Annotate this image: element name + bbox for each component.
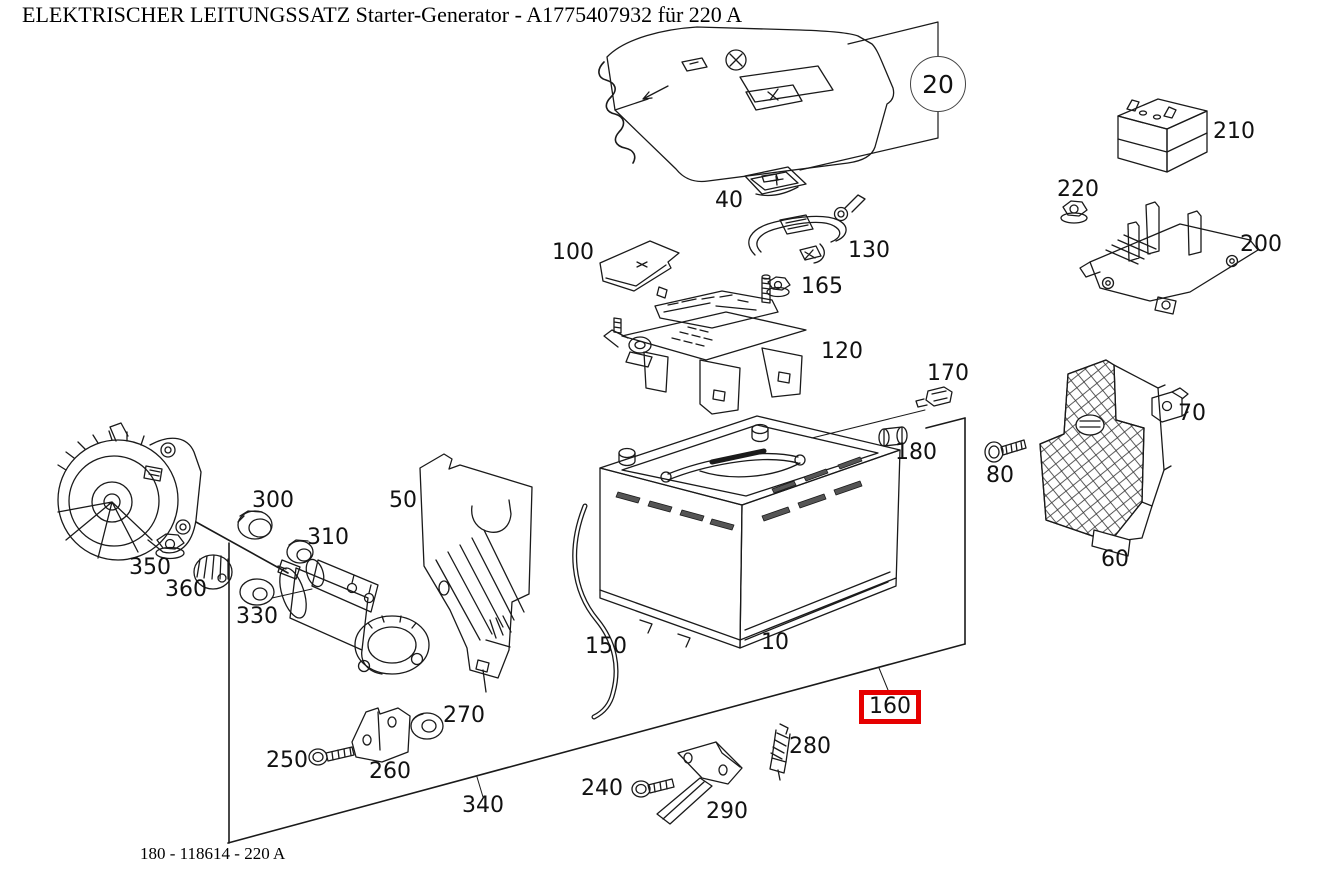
bracket-lines-20 xyxy=(799,21,939,171)
battery-cover-drawing xyxy=(598,26,895,183)
cover-lid-drawing-40 xyxy=(744,166,807,197)
page-title: ELEKTRISCHER LEITUNGSSATZ Starter-Genera… xyxy=(22,2,742,27)
part-callout-200[interactable]: 200 xyxy=(1240,232,1282,257)
part-callout-120[interactable]: 120 xyxy=(821,339,863,364)
part-callout-350[interactable]: 350 xyxy=(129,555,171,580)
group-callout-20[interactable]: 20 xyxy=(910,56,966,112)
part-callout-260[interactable]: 260 xyxy=(369,759,411,784)
terminal-cap-drawing-310 xyxy=(286,539,314,564)
leader-lines xyxy=(271,409,926,798)
flange-nut-drawing-165 xyxy=(766,276,791,298)
part-callout-100[interactable]: 100 xyxy=(552,240,594,265)
bolt-drawing-250 xyxy=(308,746,355,766)
honeycomb-bracket-drawing-60 xyxy=(1039,359,1172,557)
fusebox-cover-drawing-100 xyxy=(599,240,680,299)
starter-motor-drawing xyxy=(277,558,430,675)
part-callout-280[interactable]: 280 xyxy=(789,734,831,759)
clip-drawing-170 xyxy=(915,386,953,408)
cable-harness-drawing-130 xyxy=(748,194,866,264)
part-callout-250[interactable]: 250 xyxy=(266,748,308,773)
clip-drawing-280 xyxy=(769,723,791,781)
part-callout-130[interactable]: 130 xyxy=(848,238,890,263)
part-callout-165[interactable]: 165 xyxy=(801,274,843,299)
part-callout-270[interactable]: 270 xyxy=(443,703,485,728)
part-callout-150[interactable]: 150 xyxy=(585,634,627,659)
aux-battery-drawing-210 xyxy=(1117,98,1208,173)
part-callout-60[interactable]: 60 xyxy=(1101,547,1129,572)
clip-nut-drawing-70 xyxy=(1151,387,1189,423)
part-callout-70[interactable]: 70 xyxy=(1178,401,1206,426)
part-callout-40[interactable]: 40 xyxy=(715,188,743,213)
part-callout-310[interactable]: 310 xyxy=(307,525,349,550)
fusebox-drawing-120 xyxy=(603,274,807,415)
mounting-tray-drawing-200 xyxy=(1079,201,1259,315)
part-callout-330[interactable]: 330 xyxy=(236,604,278,629)
part-callout-160-highlighted[interactable]: 160 xyxy=(859,690,921,724)
part-callout-180[interactable]: 180 xyxy=(895,440,937,465)
part-callout-300[interactable]: 300 xyxy=(252,488,294,513)
part-callout-10[interactable]: 10 xyxy=(761,630,789,655)
nut-drawing-350 xyxy=(155,533,185,560)
alternator-drawing xyxy=(57,422,202,561)
bolt-drawing-80 xyxy=(984,439,1027,463)
support-bracket-drawing-50 xyxy=(419,453,533,693)
grommet-drawing-270 xyxy=(410,712,444,740)
terminal-cap-drawing-300 xyxy=(237,510,273,540)
bolt-drawing-240 xyxy=(631,778,675,798)
part-callout-340[interactable]: 340 xyxy=(462,793,504,818)
part-callout-80[interactable]: 80 xyxy=(986,463,1014,488)
part-callout-290[interactable]: 290 xyxy=(706,799,748,824)
mounting-bracket-drawing-260 xyxy=(351,707,411,763)
ribbed-cap-drawing-360 xyxy=(193,554,233,590)
part-callout-360[interactable]: 360 xyxy=(165,577,207,602)
group-outline-160-lines xyxy=(195,417,966,844)
vent-hose-drawing-150 xyxy=(572,503,619,720)
flange-nut-drawing-220 xyxy=(1060,200,1088,224)
footer-part-code: 180 - 118614 - 220 A xyxy=(140,844,286,863)
part-callout-240[interactable]: 240 xyxy=(581,776,623,801)
washer-drawing-330 xyxy=(239,578,275,606)
part-callout-220[interactable]: 220 xyxy=(1057,177,1099,202)
part-callout-170[interactable]: 170 xyxy=(927,361,969,386)
part-callout-50[interactable]: 50 xyxy=(389,488,417,513)
t-bracket-drawing-290 xyxy=(656,741,743,825)
part-callout-210[interactable]: 210 xyxy=(1213,119,1255,144)
main-battery-drawing-10 xyxy=(599,415,901,649)
